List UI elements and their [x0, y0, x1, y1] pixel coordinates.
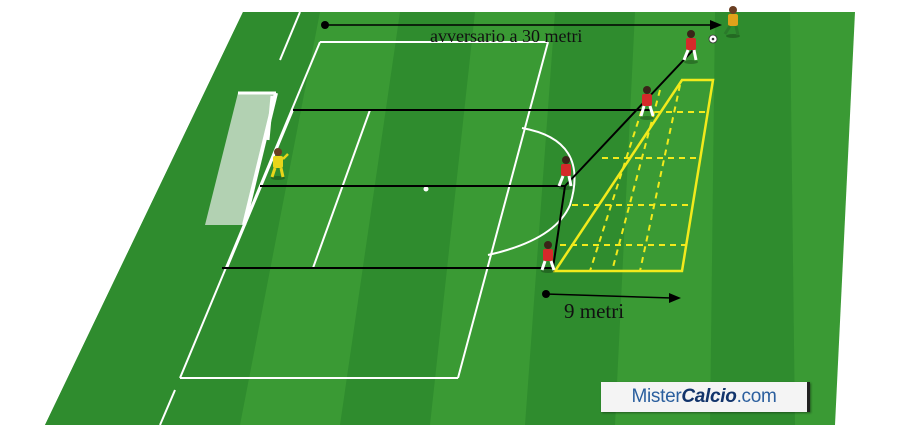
logo-text-part1: Mister: [631, 386, 682, 407]
opponent-player: [723, 6, 740, 38]
logo-text-part3: .com: [736, 386, 777, 407]
training-zone: [552, 78, 715, 273]
defender-player: [682, 30, 698, 64]
defender-player: [540, 241, 556, 273]
arrow-30m: [321, 20, 722, 30]
logo-text-part2: Calcio: [681, 386, 737, 407]
defensive-lines: [222, 47, 696, 269]
goal: [205, 91, 278, 226]
penalty-spot: [423, 186, 429, 192]
label-distance-top: avversario a 30 metri: [430, 26, 582, 46]
ball-icon: [708, 34, 718, 44]
goalkeeper-player: [270, 148, 289, 180]
label-distance-bottom: 9 metri: [564, 299, 624, 323]
defender-player: [557, 156, 573, 190]
defender-player: [639, 86, 655, 120]
arrow-9m: [542, 290, 681, 303]
pitch-surface: [45, 12, 855, 425]
